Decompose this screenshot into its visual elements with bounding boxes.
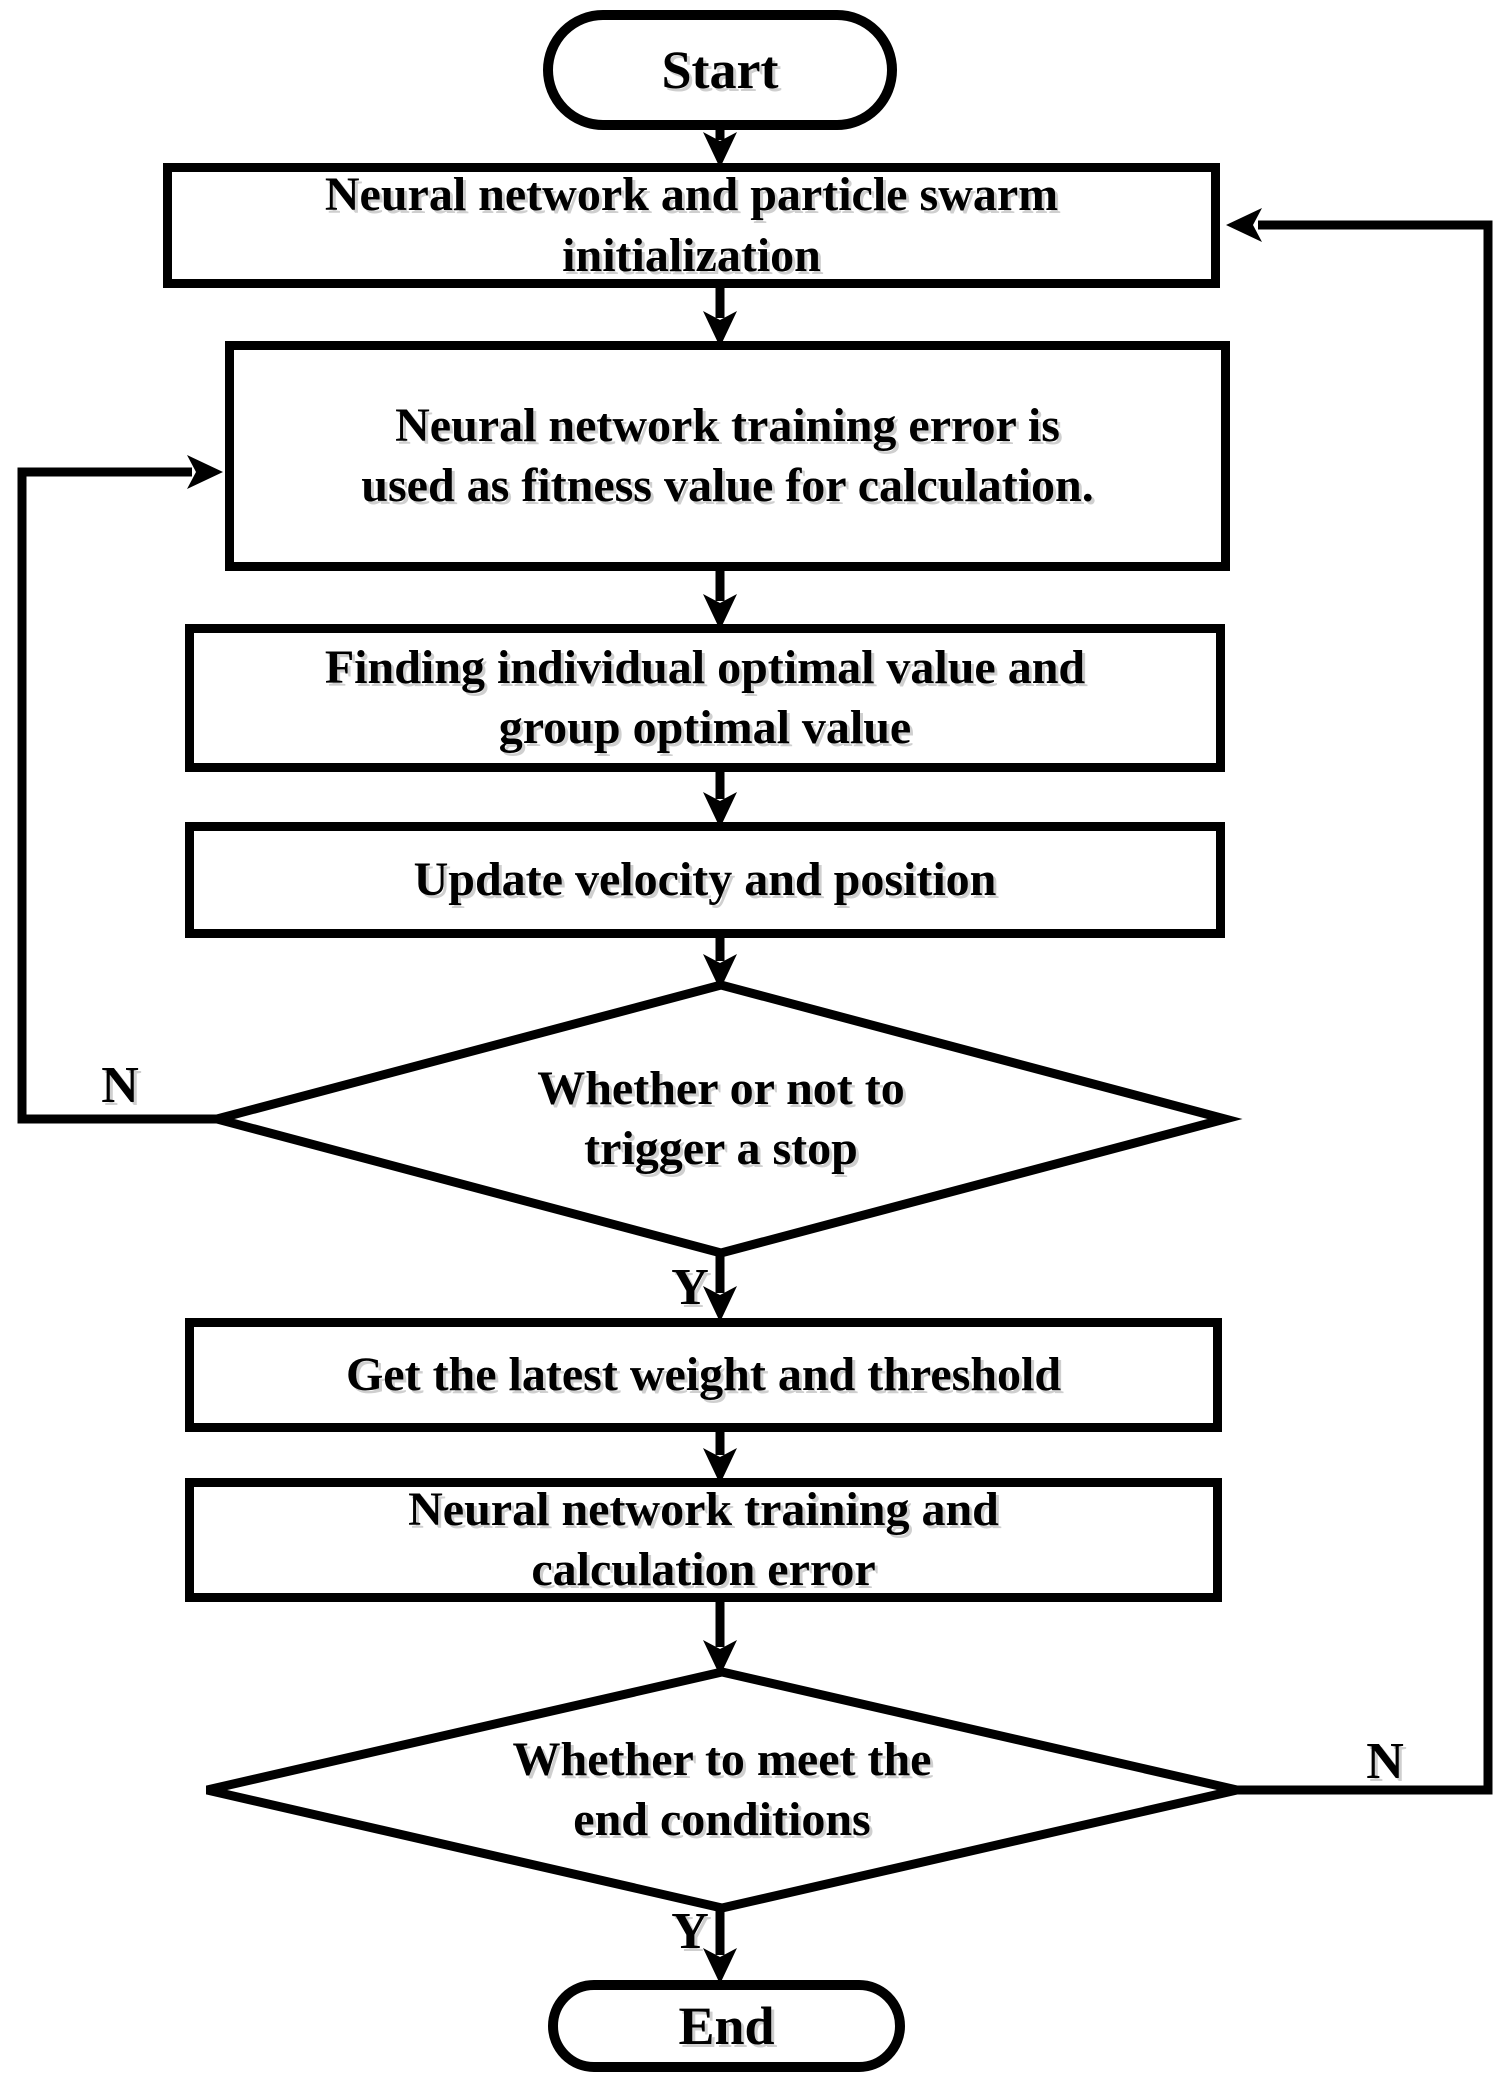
arrow-finding-to-update bbox=[703, 768, 737, 828]
arrow-end-check-to-end bbox=[703, 1905, 737, 1984]
node-start: Start bbox=[543, 10, 897, 130]
arrow-stop-check-to-get-weight bbox=[703, 1249, 737, 1322]
edge-label-end-no: N bbox=[1366, 1733, 1404, 1790]
arrow-training-to-end-check bbox=[703, 1598, 737, 1676]
node-end-label: End bbox=[678, 1995, 775, 2056]
node-initialization: Neural network and particle swarm initia… bbox=[163, 163, 1220, 288]
node-start-label: Start bbox=[661, 39, 779, 100]
node-get-weight-threshold-label: Get the latest weight and threshold bbox=[345, 1347, 1062, 1401]
node-training-calculation-error: Neural network training and calculation … bbox=[185, 1478, 1222, 1602]
arrow-get-weight-to-training bbox=[703, 1428, 737, 1484]
loop-end-no-to-init bbox=[1226, 208, 1493, 1795]
arrow-fitness-to-finding bbox=[703, 567, 737, 630]
node-initialization-label: Neural network and particle swarm initia… bbox=[324, 168, 1059, 282]
node-finding-optimal-label: Finding individual optimal value and gro… bbox=[324, 640, 1086, 754]
node-fitness-calculation: Neural network training error is used as… bbox=[225, 341, 1230, 571]
node-fitness-calculation-label: Neural network training error is used as… bbox=[361, 398, 1094, 512]
edge-label-stop-no: N bbox=[101, 1057, 139, 1114]
loop-stop-no-to-fitness bbox=[17, 455, 223, 1124]
edge-label-stop-yes: Y bbox=[671, 1259, 709, 1316]
node-get-weight-threshold: Get the latest weight and threshold bbox=[185, 1318, 1222, 1432]
arrow-start-to-init bbox=[703, 126, 737, 168]
node-update-velocity-position: Update velocity and position bbox=[185, 822, 1225, 938]
arrow-init-to-fitness bbox=[703, 286, 737, 347]
node-update-velocity-position-label: Update velocity and position bbox=[413, 852, 997, 906]
node-end: End bbox=[548, 1980, 905, 2072]
decision-stop-check-shape bbox=[199, 980, 1243, 1258]
arrow-update-to-stop-check bbox=[703, 934, 737, 990]
edge-label-end-yes: Y bbox=[671, 1903, 709, 1960]
decision-end-check-shape bbox=[205, 1667, 1239, 1913]
node-finding-optimal: Finding individual optimal value and gro… bbox=[185, 624, 1225, 772]
node-training-calculation-error-label: Neural network training and calculation … bbox=[408, 1482, 999, 1596]
